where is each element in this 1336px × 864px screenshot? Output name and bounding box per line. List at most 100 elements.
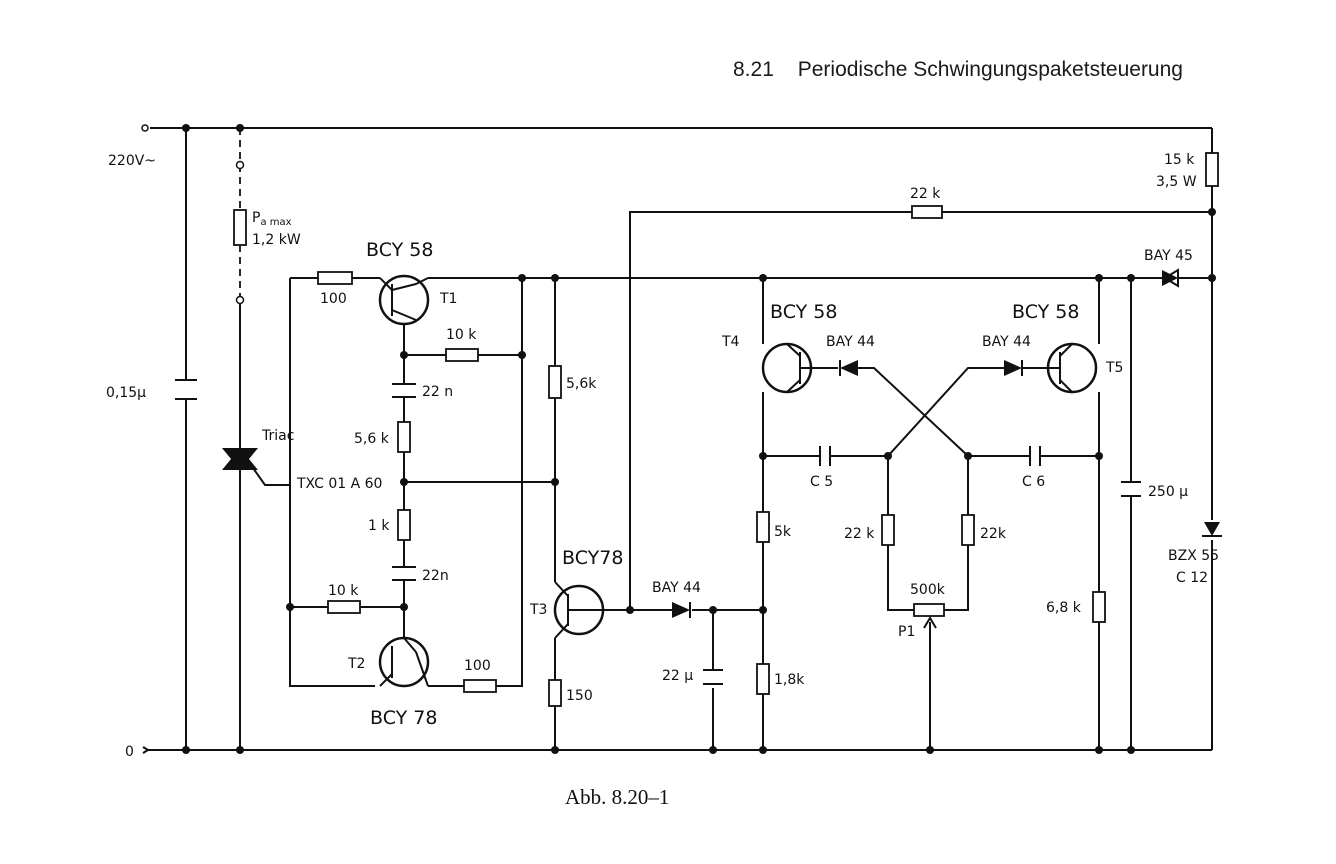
label-r-100-bot: 100 (464, 658, 491, 674)
t3-internals (554, 581, 630, 750)
junction (709, 606, 717, 614)
r-1k (397, 509, 411, 541)
label-t5: T5 (1105, 360, 1123, 376)
label-cap-main: 0,15µ (106, 385, 146, 401)
potentiometer-p1 (913, 603, 945, 617)
cap-main (175, 379, 197, 400)
label-t3-type: BCY78 (562, 547, 623, 569)
load-terminal-top (235, 160, 245, 170)
c-22n-top (392, 383, 416, 398)
section-number: 8.21 (733, 58, 774, 81)
label-r-5k: 5k (774, 524, 792, 540)
label-r-5k6: 5,6k (566, 376, 597, 392)
section-title: Periodische Schwingungspaketsteuerung (797, 58, 1183, 81)
figure-caption: Abb. 8.20–1 (565, 785, 670, 809)
r-1k8 (756, 663, 770, 695)
t2-internals (379, 637, 429, 687)
junction (551, 274, 559, 282)
label-c-22n-bot: 22n (422, 568, 449, 584)
r-5k6-mid (397, 421, 411, 453)
junction (964, 452, 972, 460)
label-p1: P1 (898, 624, 915, 640)
junction (518, 274, 526, 282)
label-r-15k: 15 k (1164, 152, 1195, 168)
junction (400, 478, 408, 486)
label-t1: T1 (439, 291, 457, 307)
junction (400, 603, 408, 611)
zener-diode (1204, 522, 1220, 536)
label-bay44-t3: BAY 44 (652, 580, 701, 596)
triac-symbol-up (222, 448, 258, 470)
label-p1-value: 500k (910, 582, 946, 598)
load-terminal-bottom (235, 295, 245, 305)
r-15k (1205, 152, 1219, 187)
label-c-250u: 250 µ (1148, 484, 1188, 500)
bay44-t3-diode (672, 602, 690, 618)
junction (1208, 208, 1216, 216)
junction (551, 478, 559, 486)
r-22k-right (961, 514, 975, 546)
label-bay44-right: BAY 44 (982, 334, 1031, 350)
block-left-wire (289, 278, 375, 687)
c-6 (1029, 446, 1041, 466)
label-t2: T2 (347, 656, 365, 672)
junction (551, 746, 559, 754)
junction (884, 452, 892, 460)
r100-bot-wire (428, 278, 523, 687)
label-r-15k-w: 3,5 W (1156, 174, 1197, 190)
label-r-22k-top: 22 k (910, 186, 941, 202)
triac-gate-wire (252, 467, 290, 486)
label-triac-type: TXC 01 A 60 (296, 476, 382, 492)
label-t1-type: BCY 58 (366, 239, 433, 261)
c-22u (703, 669, 723, 685)
label-r-100-top: 100 (320, 291, 347, 307)
label-supply: 220V~ (108, 153, 156, 169)
label-r-10k-top: 10 k (446, 327, 477, 343)
r-5k (756, 511, 770, 543)
junction (518, 351, 526, 359)
r-150 (548, 679, 562, 707)
label-zener: BZX 55 (1168, 548, 1219, 564)
label-load-p: Pa max (252, 210, 292, 228)
p1-wiper (923, 616, 937, 750)
t1-internals (379, 277, 429, 321)
bay44-left-diode (840, 360, 858, 376)
label-t2-type: BCY 78 (370, 707, 437, 729)
r-6k8 (1092, 591, 1106, 623)
junction (286, 603, 294, 611)
junction (1095, 452, 1103, 460)
junction (182, 124, 190, 132)
label-c5: C 5 (810, 474, 833, 490)
label-c6: C 6 (1022, 474, 1045, 490)
junction (1127, 746, 1135, 754)
label-r-22k-left: 22 k (844, 526, 875, 542)
label-t5-type: BCY 58 (1012, 301, 1079, 323)
junction (626, 606, 634, 614)
junction (236, 746, 244, 754)
junction (400, 351, 408, 359)
load-resistor (233, 209, 247, 246)
t4-internals (786, 343, 1030, 457)
label-r-10k-bot: 10 k (328, 583, 359, 599)
label-c-22u: 22 µ (662, 668, 693, 684)
t5-internals (830, 343, 1073, 457)
label-r-22k-right: 22k (980, 526, 1007, 542)
supply-terminal (141, 124, 149, 132)
label-t4: T4 (721, 334, 740, 350)
junction (182, 746, 190, 754)
junction (236, 124, 244, 132)
r-22k-left (881, 514, 895, 546)
p1-wire (887, 456, 969, 611)
label-zener-sub: C 12 (1176, 570, 1208, 586)
junction (926, 746, 934, 754)
feedback-wire (629, 211, 1212, 610)
label-r-6k8: 6,8 k (1046, 600, 1082, 616)
c-5 (819, 446, 831, 466)
r-10k-bot (327, 600, 361, 614)
label-c-22n-top: 22 n (422, 384, 453, 400)
transistor-t1 (378, 274, 430, 326)
bay45-diode (1162, 270, 1178, 286)
r-100-top (317, 271, 353, 285)
label-bay44-left: BAY 44 (826, 334, 875, 350)
